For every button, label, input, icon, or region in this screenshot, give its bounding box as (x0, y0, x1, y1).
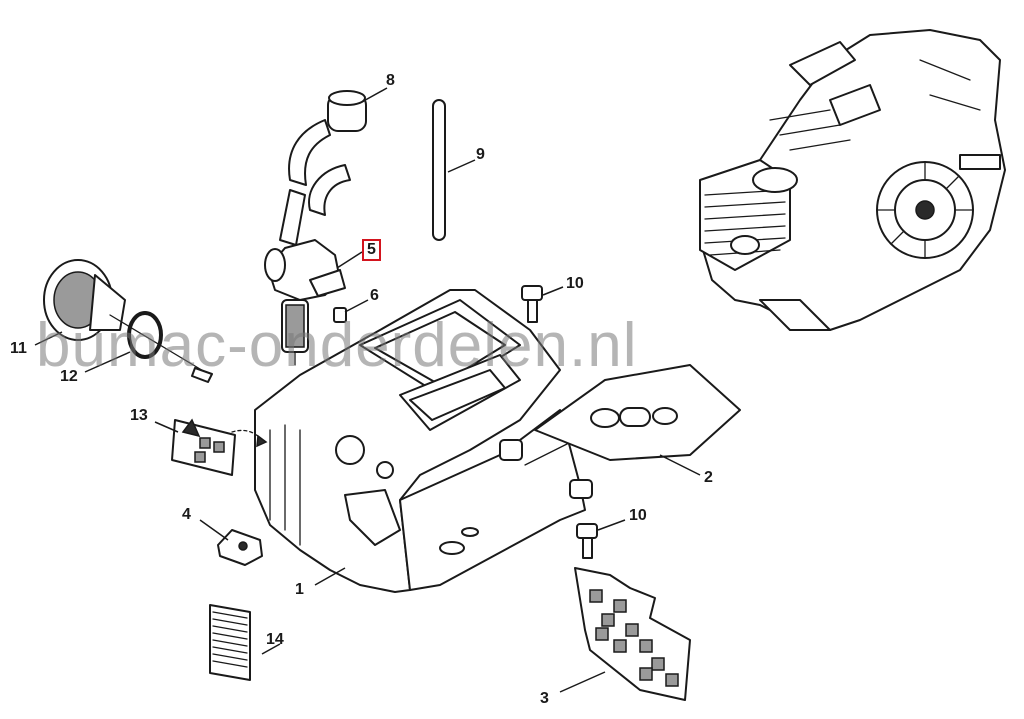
leader-lines (34, 87, 701, 693)
callout-6[interactable]: 6 (370, 287, 379, 304)
part-6-plug (333, 307, 347, 323)
part-10-screw-bottom (576, 523, 598, 559)
part-4-nut (217, 529, 263, 566)
callout-13[interactable]: 13 (130, 407, 148, 424)
callout-5-highlighted[interactable]: 5 (362, 239, 381, 261)
callout-1[interactable]: 1 (295, 581, 304, 598)
callout-3[interactable]: 3 (540, 690, 549, 707)
watermark: bumac-onderdelen.nl (36, 311, 638, 380)
callout-10-top[interactable]: 10 (566, 275, 584, 292)
callout-14[interactable]: 14 (266, 631, 284, 648)
part-12-o-ring (127, 311, 163, 359)
callout-11[interactable]: 11 (10, 340, 27, 357)
part-2-gasket (534, 364, 741, 461)
callout-10-bottom[interactable]: 10 (629, 507, 647, 524)
part-13-warning-label (171, 418, 268, 476)
callout-4[interactable]: 4 (182, 506, 191, 523)
part-9-pin (432, 99, 446, 241)
engine-assembly (699, 29, 1006, 331)
part-14-grille (209, 604, 251, 681)
part-11-oil-pump (43, 259, 213, 383)
fuel-filter (281, 299, 309, 366)
part-10-screw-top (521, 285, 543, 323)
part-1-tank-housing (254, 289, 593, 593)
callout-8[interactable]: 8 (386, 72, 395, 89)
callout-2[interactable]: 2 (704, 469, 713, 486)
part-5-fuel-hose (264, 239, 346, 301)
callout-9[interactable]: 9 (476, 146, 485, 163)
callout-12[interactable]: 12 (60, 368, 78, 385)
part-3-filter-screen (574, 567, 691, 701)
part-8-vent (279, 90, 367, 246)
